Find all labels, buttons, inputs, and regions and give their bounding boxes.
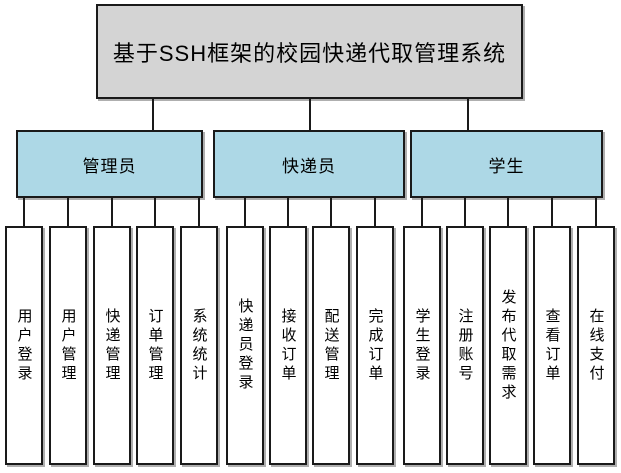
connector-line	[287, 198, 289, 226]
leaf-node-order-management: 订单管理	[136, 226, 174, 465]
connector-line	[330, 198, 332, 226]
leaf-label: 注册账号	[456, 307, 474, 384]
connector-line	[507, 198, 509, 226]
root-label: 基于SSH框架的校园快递代取管理系统	[112, 40, 507, 66]
leaf-node-receive-order: 接收订单	[269, 226, 307, 465]
connector-line	[595, 198, 597, 226]
leaf-node-express-management: 快递管理	[93, 226, 131, 465]
root-node: 基于SSH框架的校园快递代取管理系统	[96, 4, 523, 99]
connector-line	[244, 198, 246, 226]
leaf-label: 用户管理	[59, 307, 77, 384]
leaf-node-user-login: 用户登录	[5, 226, 43, 465]
group-label: 管理员	[82, 156, 137, 176]
leaf-label: 查看订单	[543, 307, 561, 384]
leaf-node-view-order: 查看订单	[533, 226, 571, 465]
leaf-node-complete-order: 完成订单	[356, 226, 394, 465]
group-label: 学生	[488, 156, 525, 176]
connector-line	[23, 198, 25, 226]
connector-line	[67, 198, 69, 226]
leaf-label: 系统统计	[190, 307, 208, 384]
group-node-student: 学生	[410, 130, 603, 198]
leaf-label: 订单管理	[146, 307, 164, 384]
leaf-label: 完成订单	[366, 307, 384, 384]
leaf-node-user-management: 用户管理	[49, 226, 87, 465]
connector-line	[111, 198, 113, 226]
connector-line	[374, 198, 376, 226]
group-node-courier: 快递员	[213, 130, 405, 198]
leaf-node-register-account: 注册账号	[446, 226, 484, 465]
connector-line	[464, 198, 466, 226]
leaf-label: 用户登录	[15, 307, 33, 384]
leaf-label: 配送管理	[322, 307, 340, 384]
connector-line	[467, 99, 469, 130]
leaf-label: 接收订单	[279, 307, 297, 384]
leaf-node-courier-login: 快递员登录	[226, 226, 264, 465]
leaf-label: 在线支付	[587, 307, 605, 384]
connector-line	[309, 99, 311, 130]
connector-line	[152, 99, 154, 130]
group-label: 快递员	[282, 156, 336, 176]
leaf-node-system-statistics: 系统统计	[180, 226, 218, 465]
group-node-admin: 管理员	[16, 130, 203, 198]
leaf-node-publish-pickup-request: 发布代取需求	[489, 226, 527, 465]
leaf-node-online-payment: 在线支付	[577, 226, 615, 465]
connector-line	[198, 198, 200, 226]
leaf-label: 快递员登录	[236, 298, 254, 393]
connector-line	[551, 198, 553, 226]
leaf-label: 快递管理	[103, 307, 121, 384]
leaf-label: 发布代取需求	[499, 288, 517, 403]
connector-line	[154, 198, 156, 226]
leaf-label: 学生登录	[413, 307, 431, 384]
leaf-node-delivery-management: 配送管理	[312, 226, 350, 465]
leaf-node-student-login: 学生登录	[403, 226, 441, 465]
connector-line	[421, 198, 423, 226]
